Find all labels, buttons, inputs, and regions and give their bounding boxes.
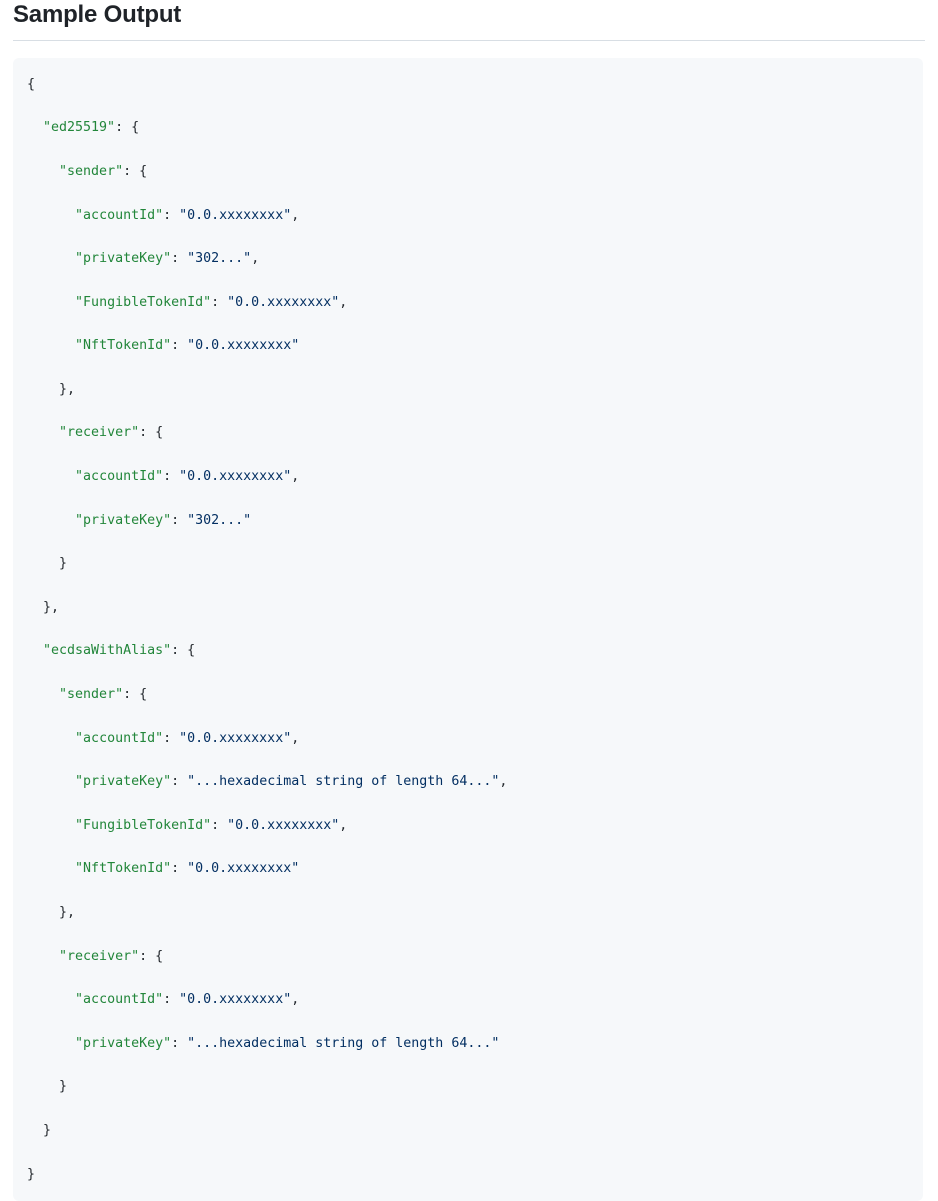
token-key: "privateKey" (75, 1035, 172, 1051)
token-punctuation: } (59, 556, 68, 572)
token-punctuation: , (291, 207, 300, 223)
token-punctuation: }, (59, 381, 76, 397)
token-punctuation: } (43, 1122, 52, 1138)
token-punctuation: : { (139, 948, 164, 964)
token-punctuation: , (339, 817, 348, 833)
token-punctuation: : (171, 774, 188, 790)
token-punctuation: , (291, 469, 300, 485)
page-title: Sample Output (13, 0, 925, 41)
token-punctuation: { (27, 76, 36, 92)
code-line: "NftTokenId": "0.0.xxxxxxxx" (27, 858, 909, 880)
token-punctuation: : { (171, 643, 196, 659)
token-punctuation: , (291, 992, 300, 1008)
token-key: "receiver" (59, 948, 140, 964)
token-key: "privateKey" (75, 774, 172, 790)
token-key: "receiver" (59, 425, 140, 441)
code-line: "accountId": "0.0.xxxxxxxx", (27, 728, 909, 750)
token-string: "0.0.xxxxxxxx" (179, 207, 292, 223)
code-line: } (27, 1076, 909, 1098)
code-line: "ed25519": { (27, 117, 909, 139)
token-punctuation: , (251, 251, 260, 267)
token-punctuation: : (211, 294, 228, 310)
code-block: { "ed25519": { "sender": { "accountId": … (13, 57, 923, 1201)
token-key: "privateKey" (75, 251, 172, 267)
token-key: "NftTokenId" (75, 861, 172, 877)
token-punctuation: , (499, 774, 508, 790)
token-string: "0.0.xxxxxxxx" (179, 992, 292, 1008)
token-string: "302..." (187, 512, 252, 528)
token-key: "accountId" (75, 730, 164, 746)
code-line: "accountId": "0.0.xxxxxxxx", (27, 989, 909, 1011)
document-page: Sample Output { "ed25519": { "sender": {… (13, 0, 925, 1182)
token-punctuation: : { (139, 425, 164, 441)
token-punctuation: : (163, 730, 180, 746)
code-line: "receiver": { (27, 946, 909, 968)
token-key: "accountId" (75, 992, 164, 1008)
token-key: "privateKey" (75, 512, 172, 528)
token-punctuation: : { (115, 120, 140, 136)
code-line: "accountId": "0.0.xxxxxxxx", (27, 466, 909, 488)
token-key: "sender" (59, 687, 124, 703)
token-punctuation: : (171, 251, 188, 267)
code-line: "privateKey": "302..." (27, 510, 909, 532)
token-punctuation: } (59, 1079, 68, 1095)
code-line: { (27, 74, 909, 96)
token-string: "302..." (187, 251, 252, 267)
token-string: "0.0.xxxxxxxx" (227, 817, 340, 833)
code-line: }, (27, 379, 909, 401)
token-punctuation: }, (59, 905, 76, 920)
code-line: "FungibleTokenId": "0.0.xxxxxxxx", (27, 815, 909, 837)
token-key: "FungibleTokenId" (75, 817, 212, 833)
token-key: "FungibleTokenId" (75, 294, 212, 310)
token-string: "0.0.xxxxxxxx" (187, 861, 300, 877)
code-line: "FungibleTokenId": "0.0.xxxxxxxx", (27, 292, 909, 314)
code-line: }, (27, 902, 909, 924)
token-key: "accountId" (75, 469, 164, 485)
code-line: "receiver": { (27, 422, 909, 444)
code-line: "ecdsaWithAlias": { (27, 640, 909, 662)
token-punctuation: : (171, 861, 188, 877)
token-punctuation: : (211, 817, 228, 833)
token-punctuation: : (171, 1035, 188, 1051)
token-punctuation: : { (123, 687, 148, 703)
token-string: "0.0.xxxxxxxx" (179, 730, 292, 746)
token-punctuation: : (163, 207, 180, 223)
code-line: "sender": { (27, 161, 909, 183)
code-line: } (27, 553, 909, 575)
token-string: "...hexadecimal string of length 64..." (187, 1035, 500, 1051)
token-punctuation: : (163, 469, 180, 485)
token-punctuation: , (291, 730, 300, 746)
token-string: "0.0.xxxxxxxx" (179, 469, 292, 485)
code-line: "sender": { (27, 684, 909, 706)
code-line: "privateKey": "302...", (27, 248, 909, 270)
token-key: "sender" (59, 163, 124, 179)
code-content: { "ed25519": { "sender": { "accountId": … (27, 74, 909, 1186)
token-punctuation: : { (123, 163, 148, 179)
code-line: "NftTokenId": "0.0.xxxxxxxx" (27, 335, 909, 357)
token-punctuation: } (27, 1166, 36, 1182)
token-string: "0.0.xxxxxxxx" (187, 338, 300, 354)
code-line: "accountId": "0.0.xxxxxxxx", (27, 205, 909, 227)
token-key: "ecdsaWithAlias" (43, 643, 172, 659)
code-line: "privateKey": "...hexadecimal string of … (27, 1033, 909, 1055)
code-line: } (27, 1120, 909, 1142)
code-line: "privateKey": "...hexadecimal string of … (27, 771, 909, 793)
code-line: } (27, 1164, 909, 1186)
token-key: "NftTokenId" (75, 338, 172, 354)
token-key: "ed25519" (43, 120, 116, 136)
code-line: }, (27, 597, 909, 619)
token-punctuation: : (163, 992, 180, 1008)
token-punctuation: }, (43, 599, 60, 615)
token-punctuation: , (339, 294, 348, 310)
token-key: "accountId" (75, 207, 164, 223)
token-punctuation: : (171, 512, 188, 528)
token-punctuation: : (171, 338, 188, 354)
token-string: "...hexadecimal string of length 64..." (187, 774, 500, 790)
token-string: "0.0.xxxxxxxx" (227, 294, 340, 310)
